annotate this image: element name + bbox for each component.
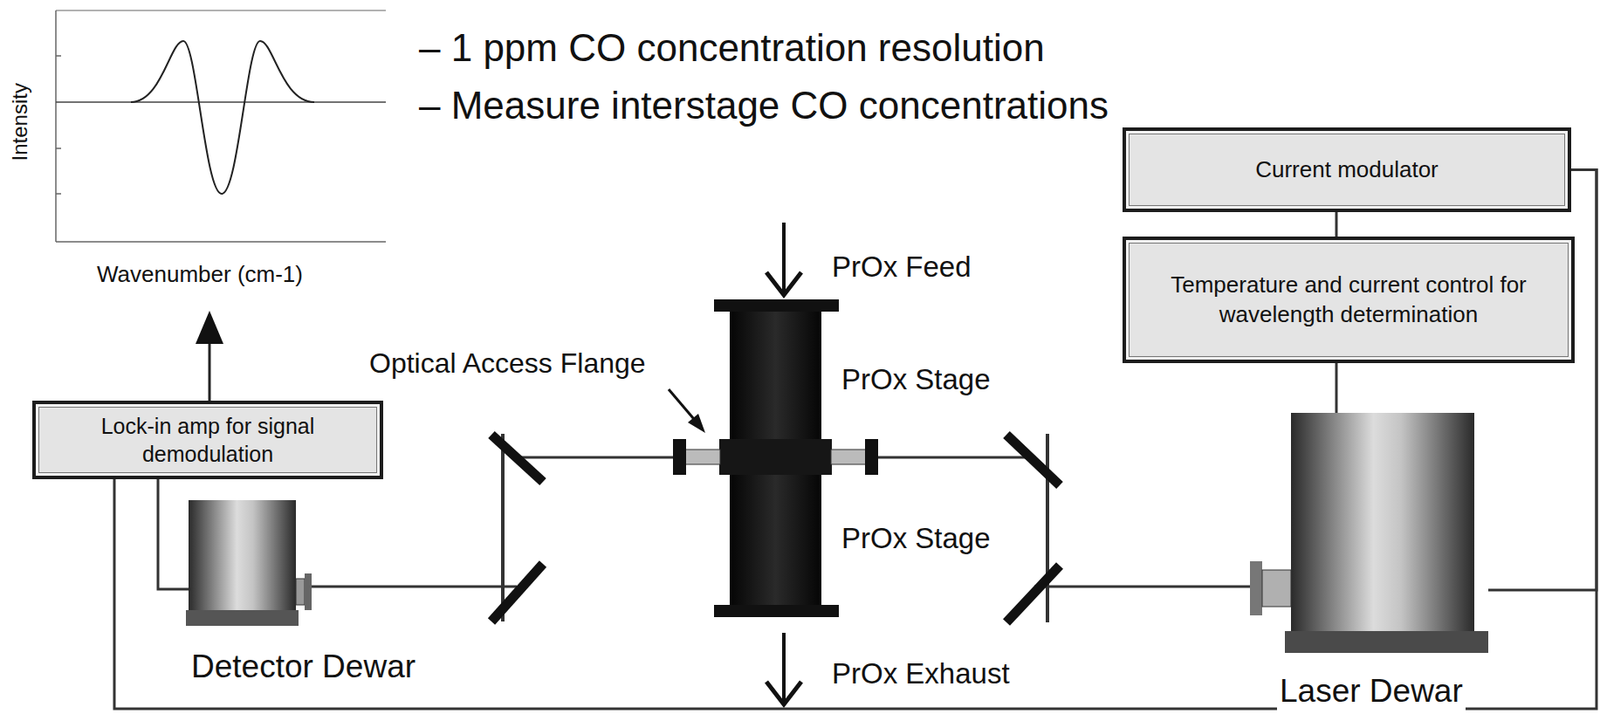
mirror <box>1006 434 1060 486</box>
plot-axis <box>54 10 57 242</box>
plot-frame <box>55 9 386 12</box>
process-box: Current modulator <box>1122 127 1572 213</box>
dewar-base <box>185 610 299 626</box>
dewar-body <box>1290 412 1475 633</box>
optical-tube <box>685 449 721 465</box>
dewar-label: Detector Dewar <box>188 648 419 687</box>
reactor-flange <box>719 439 832 475</box>
dewar-port <box>1249 561 1263 616</box>
dewar-port <box>1262 569 1291 607</box>
mirror <box>1006 565 1060 623</box>
mirror-periscope <box>1006 433 1060 623</box>
part-label: Optical Access Flange <box>369 347 646 380</box>
detector-dewar-drawing <box>188 500 312 628</box>
laser-dewar-drawing <box>1249 412 1489 653</box>
arrow-head <box>766 272 802 296</box>
signal-plot <box>55 10 386 242</box>
dewar-body <box>188 500 296 612</box>
part-label: PrOx Exhaust <box>831 657 1010 691</box>
process-box: Lock-in amp for signal demodulation <box>32 400 384 480</box>
dewar-label: Laser Dewar <box>1277 672 1466 711</box>
dewar-node: Detector Dewar <box>188 500 312 628</box>
dewar-port <box>304 573 312 611</box>
arrow-head <box>195 310 224 344</box>
optical-window <box>672 439 687 475</box>
signal-wire <box>1488 170 1597 591</box>
dewar-node: Laser Dewar <box>1249 412 1489 653</box>
process-box: Temperature and current control for wave… <box>1122 236 1575 364</box>
signal-wire <box>1335 212 1339 237</box>
laser-beam <box>311 585 517 589</box>
laser-beam <box>1034 585 1250 589</box>
box-text-group: Lock-in amp for signal demodulation <box>35 412 380 469</box>
reactor-flange <box>714 299 839 312</box>
signal-wire <box>1335 363 1339 413</box>
plot-tick <box>55 147 62 150</box>
axis-label: Wavenumber (cm-1) <box>96 261 303 289</box>
box-text-group: Current modulator <box>1241 155 1453 186</box>
plot-tick <box>55 54 62 57</box>
signal-curve <box>130 41 315 194</box>
axis-label: Intensity <box>7 82 33 161</box>
mirror-mount <box>1045 433 1050 623</box>
plot-axis <box>55 240 386 243</box>
laser-beam <box>520 456 673 460</box>
plot-tick <box>55 192 62 195</box>
output-arrow <box>208 342 212 401</box>
reactor-flange <box>714 604 839 618</box>
part-label: PrOx Stage <box>841 363 991 397</box>
dewar-base <box>1284 631 1489 653</box>
box-text: Temperature and current control for wave… <box>1139 270 1558 330</box>
flow-arrow <box>782 222 786 294</box>
signal-wire <box>157 479 189 590</box>
part-label: PrOx Feed <box>831 250 972 284</box>
optical-window <box>865 439 879 475</box>
optical-tube <box>830 449 866 465</box>
mirror <box>491 563 543 622</box>
part-label: PrOx Stage <box>841 521 991 556</box>
arrow-head <box>687 413 706 433</box>
prox-reactor <box>672 299 879 618</box>
dewar-port <box>295 578 305 605</box>
bullet-note: – Measure interstage CO concentrations <box>418 83 1109 129</box>
bullet-note: – 1 ppm CO concentration resolution <box>418 26 1045 71</box>
box-text: Lock-in amp for signal demodulation <box>49 412 366 469</box>
laser-beam <box>877 456 1031 460</box>
box-text: Current modulator <box>1255 155 1439 186</box>
flow-arrow <box>782 632 786 703</box>
mirror-mount <box>501 433 505 622</box>
plot-baseline <box>55 101 386 104</box>
mirror-periscope <box>491 433 543 622</box>
mirror <box>491 434 543 482</box>
arrow-head <box>766 681 802 705</box>
box-text-group: Temperature and current control for wave… <box>1126 270 1572 330</box>
